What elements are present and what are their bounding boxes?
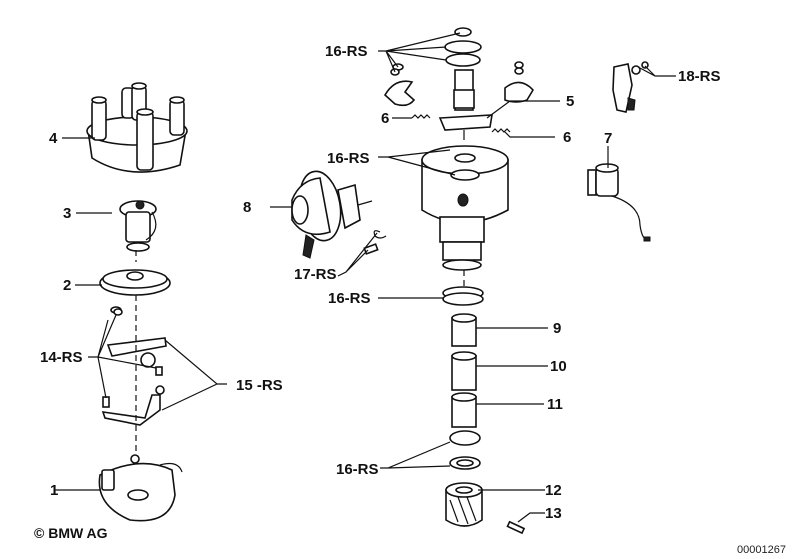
part-springs[interactable] xyxy=(411,114,511,133)
part-vacuum-unit[interactable] xyxy=(291,168,373,259)
part-centrifugal-shaft[interactable] xyxy=(438,27,493,140)
callout-5[interactable]: 5 xyxy=(566,93,575,110)
callout-4[interactable]: 4 xyxy=(49,130,58,147)
callout-16-rs-bottom[interactable]: 16-RS xyxy=(336,461,379,478)
part-thrust-washers[interactable] xyxy=(449,430,481,470)
callout-17-rs[interactable]: 17-RS xyxy=(294,266,337,283)
callout-13[interactable]: 13 xyxy=(545,505,562,522)
callout-11[interactable]: 11 xyxy=(547,396,563,413)
callout-14-rs[interactable]: 14-RS xyxy=(40,349,83,366)
callout-16-rs-ring[interactable]: 16-RS xyxy=(328,290,371,307)
part-drive-gear[interactable] xyxy=(445,482,483,527)
part-bushing-10[interactable] xyxy=(451,351,477,391)
part-breaker-plate[interactable] xyxy=(98,454,183,522)
callout-6-right[interactable]: 6 xyxy=(563,129,572,146)
callout-2[interactable]: 2 xyxy=(63,277,72,294)
part-bushing-11[interactable] xyxy=(451,392,477,428)
part-bushing-9[interactable] xyxy=(451,313,477,347)
callout-15-rs[interactable]: 15 -RS xyxy=(236,377,283,394)
part-rotor[interactable] xyxy=(119,200,157,252)
callout-10[interactable]: 10 xyxy=(550,358,567,375)
callout-1[interactable]: 1 xyxy=(50,482,59,499)
part-condenser[interactable] xyxy=(587,163,651,242)
callout-18-rs[interactable]: 18-RS xyxy=(678,68,721,85)
document-number: 00001267 xyxy=(737,544,786,556)
callout-9[interactable]: 9 xyxy=(553,320,562,337)
callout-8[interactable]: 8 xyxy=(243,199,252,216)
part-distributor-housing[interactable] xyxy=(421,145,509,271)
part-distributor-cap[interactable] xyxy=(86,82,188,173)
part-breaker-assembly[interactable] xyxy=(101,306,167,426)
callout-16-rs-top[interactable]: 16-RS xyxy=(325,43,368,60)
part-seal-ring[interactable] xyxy=(442,286,484,306)
callout-16-rs-housing[interactable]: 16-RS xyxy=(327,150,370,167)
callout-6-left[interactable]: 6 xyxy=(381,110,390,127)
part-contact-set[interactable] xyxy=(612,61,649,113)
part-dust-shield[interactable] xyxy=(99,269,171,296)
callout-12[interactable]: 12 xyxy=(545,482,562,499)
part-pin[interactable] xyxy=(506,520,526,535)
copyright-text: © BMW AG xyxy=(34,525,108,541)
callout-7[interactable]: 7 xyxy=(604,130,613,147)
callout-3[interactable]: 3 xyxy=(63,205,72,222)
